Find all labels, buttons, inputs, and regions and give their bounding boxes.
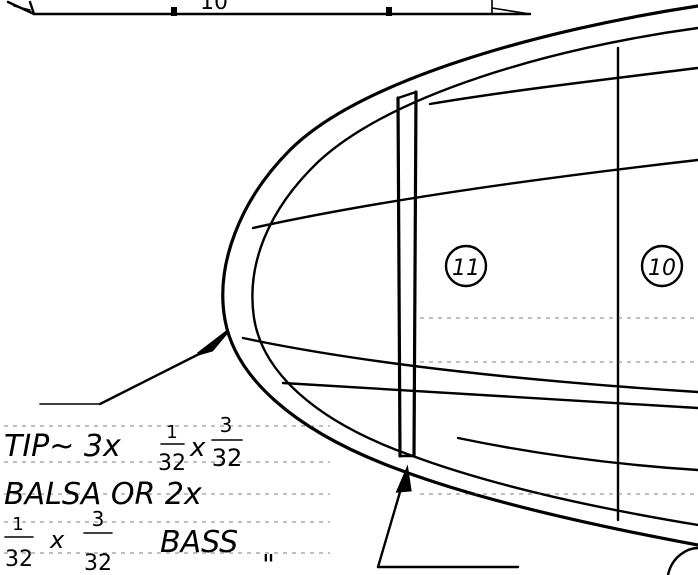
svg-text:x: x: [189, 433, 206, 463]
svg-text:1: 1: [166, 422, 177, 443]
partial-rib-marker: [666, 546, 698, 575]
fraction-3-32-b: 3 32: [211, 413, 243, 472]
svg-text:1: 1: [12, 514, 23, 535]
fraction-3-32-d: 3 32: [83, 507, 113, 575]
svg-text:3: 3: [220, 413, 233, 437]
tip-note-line3: BASS: [160, 525, 238, 560]
rib-10-marker: 10: [640, 244, 684, 288]
fraction-1-32-a: 1 32: [158, 422, 186, 476]
tip-rib-strip: [396, 90, 418, 458]
rib-leader-arrow: [376, 464, 520, 569]
svg-text:x: x: [49, 526, 65, 554]
rib-11-marker: 11: [444, 244, 488, 288]
tip-note-line1: TIP~ 3x: [4, 429, 121, 464]
top-dimension-line: 10: [6, 0, 532, 16]
tip-note-line2: BALSA OR 2x: [4, 477, 202, 512]
upper-spar-lines: [251, 66, 698, 230]
lettering-guides: [4, 317, 698, 554]
rib-11-label: 11: [452, 256, 480, 281]
svg-text:32: 32: [158, 451, 186, 476]
svg-text:32: 32: [212, 444, 243, 472]
top-dimension-label: 10: [200, 0, 228, 15]
tip-note-trailing-mark: ": [262, 548, 275, 575]
tip-leader-arrow: [39, 329, 230, 406]
tip-note: TIP~ 3x 1 32 x 3 32 BALSA OR 2x 1 32 x 3…: [4, 413, 275, 575]
svg-text:32: 32: [84, 551, 112, 575]
lower-spar-lines: [241, 336, 698, 472]
fraction-1-32-c: 1 32: [4, 514, 34, 572]
svg-text:3: 3: [92, 507, 105, 531]
svg-text:32: 32: [5, 547, 33, 572]
wing-tip-outline: [221, 4, 698, 547]
rib-10-label: 10: [648, 256, 676, 281]
